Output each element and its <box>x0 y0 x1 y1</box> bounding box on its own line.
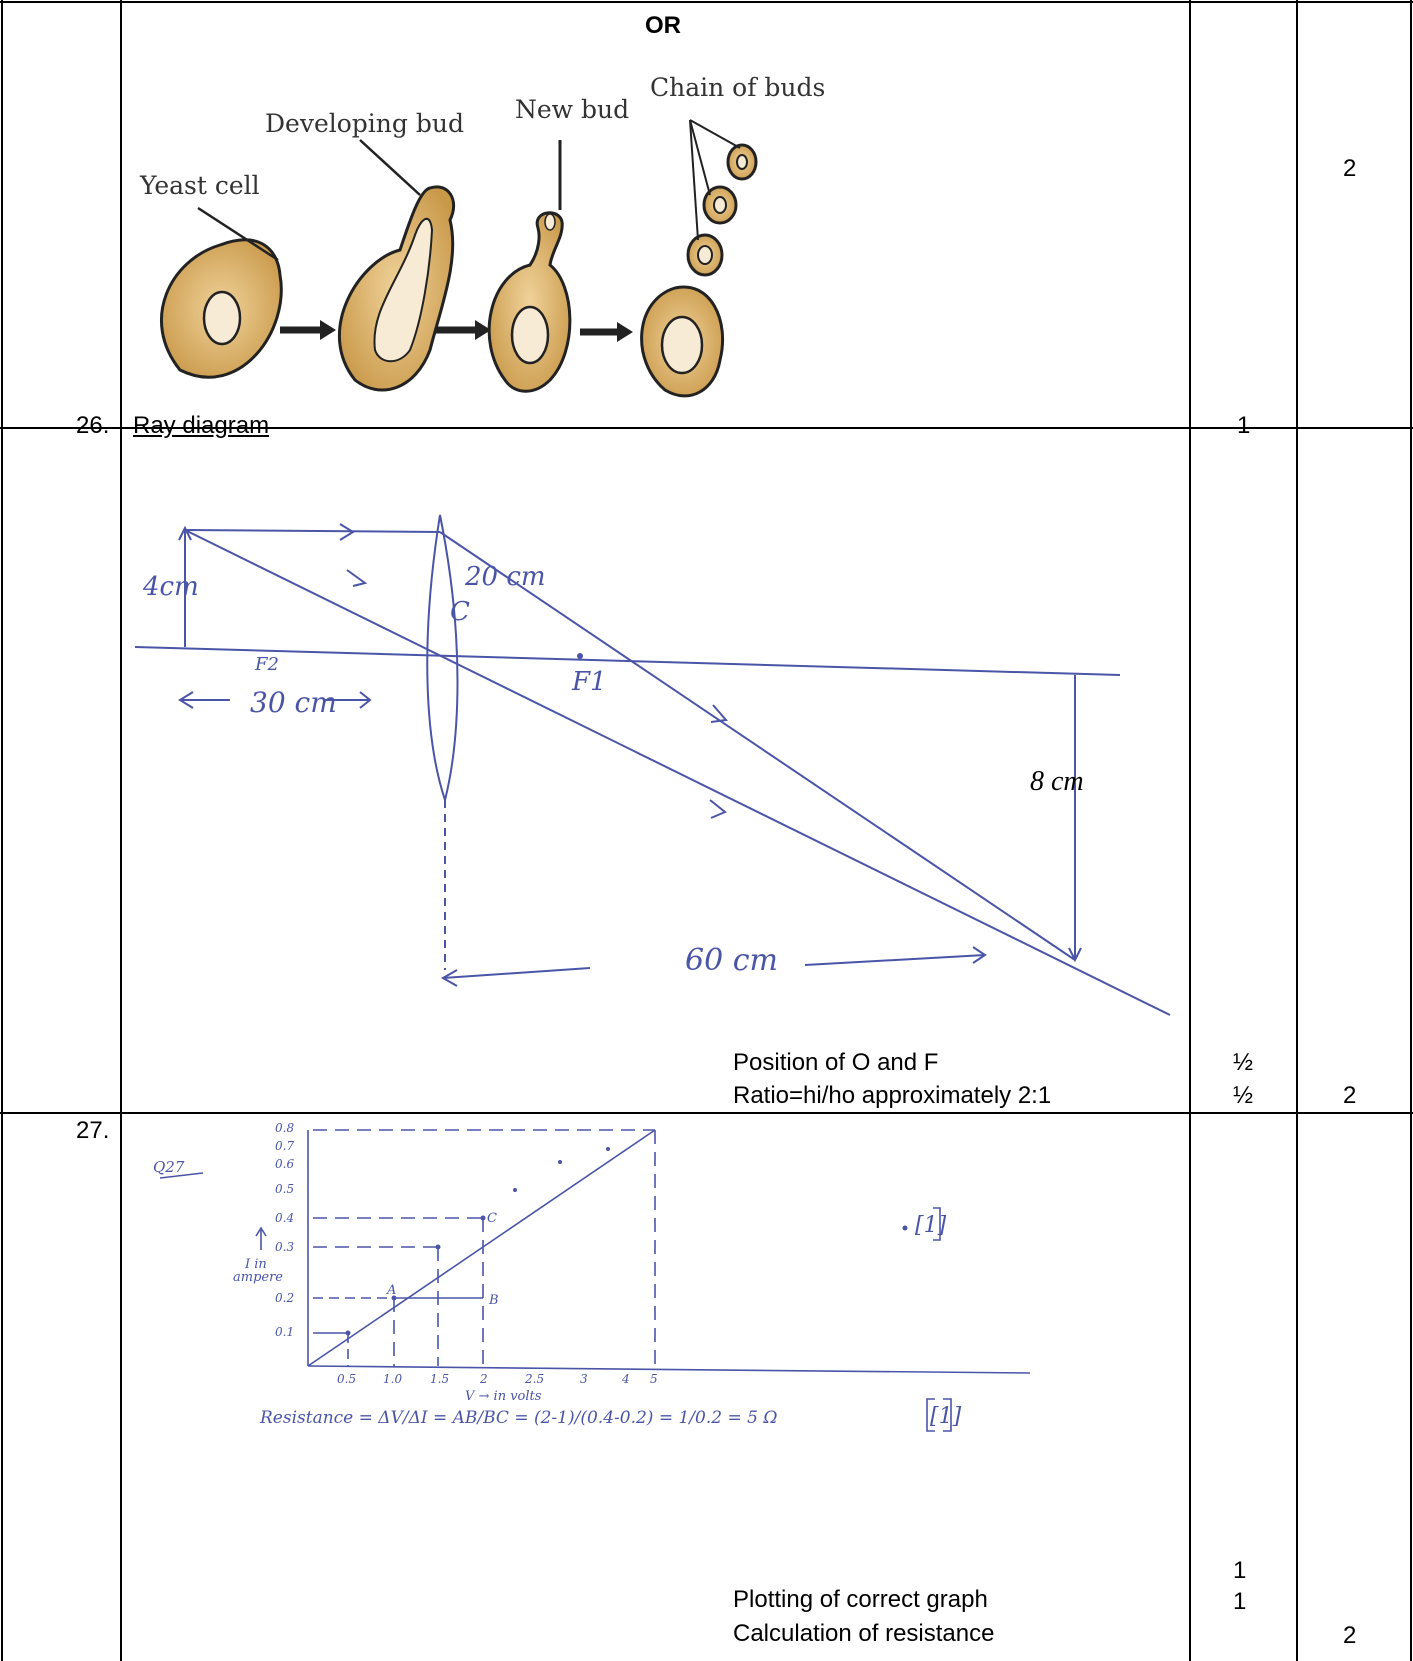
y-tick-0-8: 0.8 <box>275 1121 294 1135</box>
total-marks-row3: 2 <box>1343 1622 1357 1649</box>
x-tick-5: 5 <box>650 1372 658 1386</box>
point-a: A <box>386 1283 396 1298</box>
x-tick-0-5: 0.5 <box>337 1372 356 1386</box>
label-image-distance: 60 cm <box>685 943 778 978</box>
vi-graph-figure: 0.1 0.2 0.3 0.4 0.5 0.6 0.7 0.8 0.5 1.0 … <box>153 1121 1031 1432</box>
total-marks-row2: 2 <box>1343 1082 1357 1109</box>
criterion-mark-half-1: ½ <box>1233 1049 1254 1076</box>
y-axis-label-1: I in <box>244 1257 267 1272</box>
graph-x-ticks: 0.5 1.0 1.5 2 2.5 3 4 5 <box>337 1372 658 1386</box>
point-c: C <box>487 1211 497 1226</box>
graph-tag-q27: Q27 <box>153 1158 185 1176</box>
or-heading: OR <box>645 12 681 39</box>
question-number-26: 26. <box>76 412 110 439</box>
y-tick-0-7: 0.7 <box>275 1139 294 1153</box>
criterion-plotting: Plotting of correct graph <box>733 1586 988 1613</box>
label-optical-centre: C <box>450 597 470 627</box>
label-object-distance: 30 cm <box>250 686 337 719</box>
ray-diagram-heading: Ray diagram <box>133 412 270 439</box>
label-focal-length: 20 cm <box>464 562 546 592</box>
x-tick-1-0: 1.0 <box>383 1372 402 1386</box>
question-number-27: 27. <box>76 1117 110 1144</box>
y-tick-0-2: 0.2 <box>275 1291 294 1305</box>
new-bud-shape <box>487 211 572 393</box>
y-tick-0-5: 0.5 <box>275 1182 294 1196</box>
resistance-calculation: Resistance = ΔV/ΔI = AB/BC = (2-1)/(0.4-… <box>259 1408 777 1428</box>
x-tick-2-5: 2.5 <box>524 1372 544 1386</box>
x-axis-label: V → in volts <box>465 1389 542 1404</box>
criterion-position-o-f: Position of O and F <box>733 1049 939 1076</box>
criterion-mark-calculation: 1 <box>1233 1588 1247 1615</box>
x-tick-4: 4 <box>621 1372 630 1386</box>
label-developing-bud: Developing bud <box>265 109 464 138</box>
label-f1: F1 <box>571 667 607 697</box>
yeast-budding-diagram: Yeast cell Developing bud New bud <box>139 73 825 398</box>
y-tick-0-3: 0.3 <box>275 1240 294 1254</box>
criterion-mark-graph: 1 <box>1233 1557 1247 1584</box>
y-axis-label-2: ampere <box>233 1270 283 1285</box>
criterion-ratio: Ratio=hi/ho approximately 2:1 <box>733 1082 1052 1109</box>
total-marks-row1: 2 <box>1343 155 1357 182</box>
point-b: B <box>488 1293 499 1308</box>
developing-bud-shape <box>337 185 456 392</box>
mark-tag-1: [1] <box>915 1213 947 1238</box>
label-f2: F2 <box>254 654 279 675</box>
y-tick-0-6: 0.6 <box>275 1157 294 1171</box>
graph-y-ticks: 0.1 0.2 0.3 0.4 0.5 0.6 0.7 0.8 <box>275 1121 294 1339</box>
label-chain-of-buds: Chain of buds <box>650 73 825 102</box>
label-image-height: 8 cm <box>1030 766 1084 797</box>
x-tick-3: 3 <box>580 1372 588 1386</box>
chain-of-buds-shape <box>640 143 758 398</box>
criterion-mark-half-2: ½ <box>1233 1082 1254 1109</box>
mark-tag-2: [1] <box>930 1404 962 1429</box>
y-tick-0-4: 0.4 <box>275 1211 294 1225</box>
yeast-cell-shape <box>160 238 283 379</box>
label-object-height: 4cm <box>142 572 199 602</box>
x-tick-2: 2 <box>479 1372 488 1386</box>
label-new-bud: New bud <box>515 95 629 124</box>
marks-ray-diagram: 1 <box>1237 412 1251 439</box>
x-tick-1-5: 1.5 <box>430 1372 449 1386</box>
label-yeast-cell: Yeast cell <box>139 171 260 200</box>
ray-diagram-figure: 4cm F2 C 20 cm F1 30 cm 8 cm 60 cm <box>134 514 1171 1016</box>
criterion-calculation: Calculation of resistance <box>733 1620 995 1647</box>
y-tick-0-1: 0.1 <box>275 1325 294 1339</box>
